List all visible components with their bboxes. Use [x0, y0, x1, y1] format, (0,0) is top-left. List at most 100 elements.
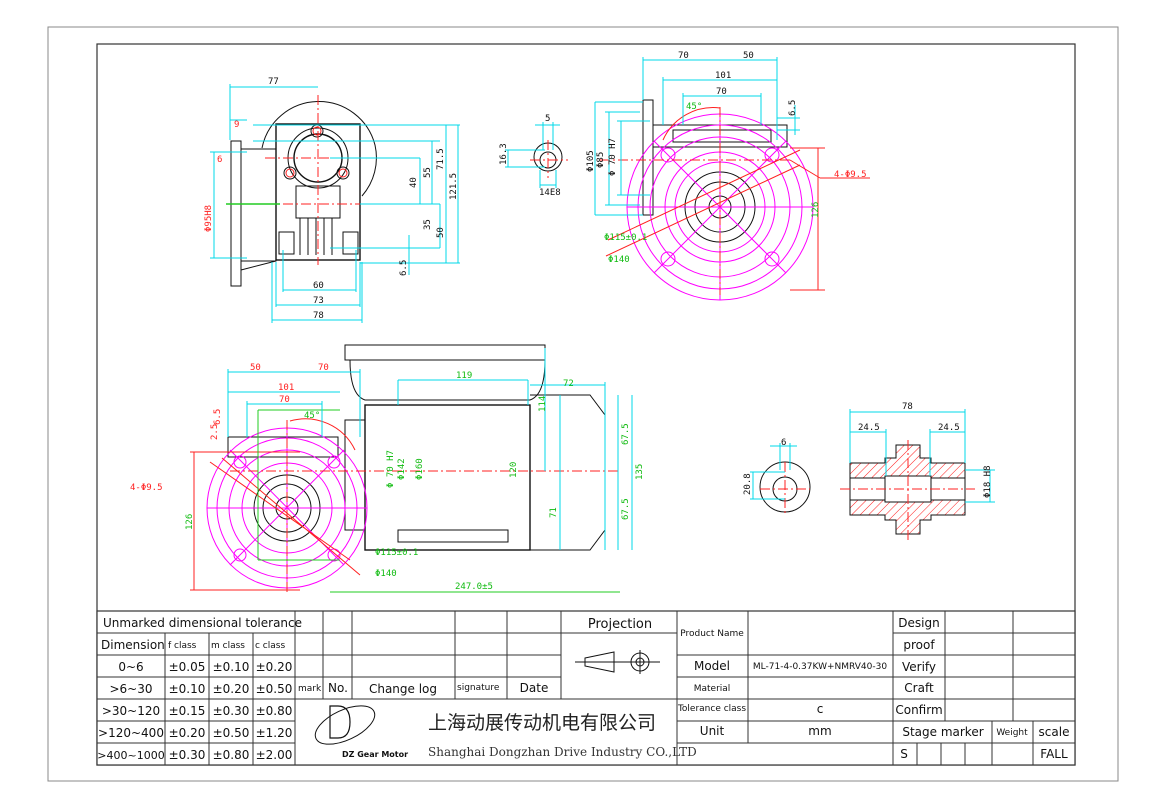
tolerance-row: >30~120 ±0.15 ±0.30 ±0.80: [102, 704, 293, 718]
unit-value: mm: [808, 724, 831, 738]
model-value: ML-71-4-0.37KW+NMRV40-30: [753, 662, 887, 672]
row-f: ±0.05: [169, 660, 206, 674]
role-verify: Verify: [902, 660, 936, 674]
motor-dim-dia70: Φ 70 H7: [386, 450, 396, 488]
dim-40: 40: [409, 177, 419, 188]
motor-dim-6-5: 6.5: [213, 409, 223, 425]
outer-frame: [47, 26, 1119, 782]
tolerance-row: >400~1000 ±0.30 ±0.80 ±2.00: [97, 748, 292, 762]
row-dimension: >30~120: [102, 704, 160, 718]
change-log-header: Change log: [369, 682, 437, 696]
row-f: ±0.30: [169, 748, 206, 762]
header-c-class: c class: [255, 641, 285, 651]
row-c: ±0.80: [256, 704, 293, 718]
unit-label: Unit: [700, 724, 725, 738]
dim-dia70h7: Φ 70 H7: [608, 138, 618, 176]
shaft-dim-78: 78: [902, 402, 913, 412]
dim-dia105: Φ105: [586, 150, 596, 172]
front-view: 70 50 101 70 45° 6.5 Φ105 Φ85 Φ 70 H7 4-…: [586, 51, 870, 301]
dim-16-3: 16.3: [499, 143, 509, 165]
dim-45deg: 45°: [686, 102, 702, 112]
change-no-header: No.: [328, 681, 348, 695]
dim-dia85: Φ85: [596, 152, 606, 168]
company-name-cn: 上海动展传动机电有限公司: [428, 712, 656, 734]
shaft-key-view: 5 16.3 14E8: [499, 114, 568, 198]
company-name-en: Shanghai Dongzhan Drive Industry CO.,LTD: [428, 745, 697, 759]
motor-dim-2-5: 2.5: [210, 424, 220, 440]
role-proof: proof: [903, 638, 935, 652]
stage-value: S: [900, 747, 908, 761]
motor-dim-120: 120: [509, 462, 519, 478]
side-view: 77 9 6 Φ95H8 40 55 71.5 121.5 35 50 6.5 …: [204, 77, 460, 323]
motor-dim-101: 101: [278, 383, 294, 393]
header-dimension: Dimension: [101, 638, 165, 652]
motor-dim-72: 72: [563, 379, 574, 389]
change-signature-header: signature: [457, 683, 500, 693]
dim-101: 101: [715, 71, 731, 81]
projection-symbol-icon: [575, 650, 660, 674]
motor-assembly-view: 50 70 101 70 6.5 45° 4-Φ9.5 126 Φ 70 H7 …: [130, 344, 645, 595]
motor-dim-dia-a: Φ142: [397, 458, 407, 480]
row-dimension: 0~6: [118, 660, 143, 674]
dim-73: 73: [313, 296, 324, 306]
title-block: Unmarked dimensional tolerance Dimension…: [96, 610, 1076, 766]
shaft-dim-dia18: Φ18 H8: [983, 465, 993, 498]
role-craft: Craft: [904, 681, 934, 695]
row-f: ±0.10: [169, 682, 206, 696]
tolerance-row: >120~400 ±0.20 ±0.50 ±1.20: [98, 726, 292, 740]
dim-78: 78: [313, 311, 324, 321]
projection-label: Projection: [588, 617, 652, 632]
weight-label: Weight: [996, 728, 1028, 738]
dim-50-top: 50: [743, 51, 754, 61]
dim-77: 77: [268, 77, 279, 87]
dim-70-top: 70: [678, 51, 689, 61]
dim-60: 60: [313, 281, 324, 291]
motor-dim-67-5-bottom: 67.5: [621, 498, 631, 520]
row-m: ±0.30: [213, 704, 250, 718]
motor-dim-45deg: 45°: [304, 411, 320, 421]
row-m: ±0.20: [213, 682, 250, 696]
header-f-class: f class: [168, 641, 197, 651]
motor-dim-67-5-top: 67.5: [621, 423, 631, 445]
motor-dim-holes: 4-Φ9.5: [130, 483, 163, 493]
dim-dia115: Φ115±0.1: [604, 233, 647, 243]
header-m-class: m class: [211, 641, 245, 651]
dim-5: 5: [545, 114, 550, 124]
tolerance-class-value: c: [817, 702, 824, 716]
motor-dim-70: 70: [318, 363, 329, 373]
row-c: ±1.20: [256, 726, 293, 740]
dim-6: 6: [217, 155, 222, 165]
row-dimension: >120~400: [98, 726, 164, 740]
motor-dim-dia140: Φ140: [375, 569, 397, 579]
dim-6-5-front: 6.5: [788, 100, 798, 116]
row-dimension: >6~30: [109, 682, 152, 696]
role-confirm: Confirm: [895, 703, 942, 717]
company-logo: DZ Gear Motor: [314, 705, 408, 759]
shaft-dim-24-5-right: 24.5: [938, 423, 960, 433]
motor-dim-135: 135: [635, 464, 645, 480]
material-label: Material: [694, 684, 731, 694]
tolerance-title: Unmarked dimensional tolerance: [103, 616, 302, 630]
motor-dim-114: 114: [538, 396, 548, 412]
dim-35: 35: [423, 219, 433, 230]
dim-55: 55: [423, 167, 433, 178]
row-c: ±2.00: [256, 748, 293, 762]
hollow-shaft-view: 6 20.8 78 24.5 24.5 Φ18 H8: [743, 402, 995, 540]
row-m: ±0.80: [213, 748, 250, 762]
model-label: Model: [694, 659, 730, 673]
change-date-header: Date: [520, 681, 549, 695]
dim-71-5: 71.5: [436, 148, 446, 170]
row-f: ±0.15: [169, 704, 206, 718]
motor-dim-dia-b: Φ160: [415, 458, 425, 480]
shaft-dim-6: 6: [781, 438, 786, 448]
row-m: ±0.50: [213, 726, 250, 740]
dim-6-5: 6.5: [399, 260, 409, 276]
dim-dia140: Φ140: [608, 255, 630, 265]
motor-dim-71: 71: [549, 507, 559, 518]
shaft-dim-20-8: 20.8: [743, 473, 753, 495]
motor-dim-247: 247.0±5: [455, 582, 493, 592]
scale-label: scale: [1039, 725, 1070, 739]
row-dimension: >400~1000: [97, 749, 164, 762]
stage-marker-label: Stage marker: [902, 725, 983, 739]
